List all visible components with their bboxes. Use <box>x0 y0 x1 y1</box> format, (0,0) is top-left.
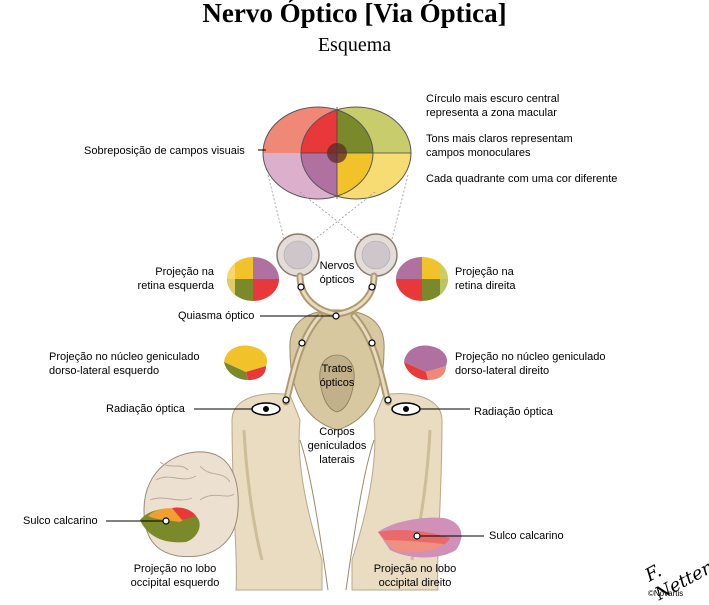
label-calcarine-right: Sulco calcarino <box>489 530 564 542</box>
copyright-credit: ©Novartis <box>648 589 684 598</box>
eyeballs <box>276 233 398 277</box>
label-radiation-left: Radiação óptica <box>106 403 185 415</box>
marker-points <box>162 283 421 540</box>
label-radiation-right: Radiação óptica <box>474 406 553 418</box>
retina-projection-left <box>227 257 279 301</box>
page-title: Nervo Óptico [Via Óptica] <box>202 0 507 28</box>
visual-field-overlap <box>262 106 412 200</box>
label-quadrant: Cada quadrante com uma cor diferente <box>426 173 618 185</box>
macular-zone <box>327 143 347 163</box>
pointer-lines <box>106 149 484 537</box>
lgn-projection-right <box>404 345 448 380</box>
label-overlap: Sobreposição de campos visuais <box>84 145 245 157</box>
page-subtitle: Esquema <box>317 34 392 56</box>
lgn-projection-left <box>224 345 268 380</box>
occipital-lobe-left <box>140 451 239 558</box>
label-chiasm: Quiasma óptico <box>178 310 255 322</box>
projection-lines <box>267 174 409 244</box>
retina-projection-right <box>396 257 448 301</box>
label-calcarine-left: Sulco calcarino <box>23 515 98 527</box>
